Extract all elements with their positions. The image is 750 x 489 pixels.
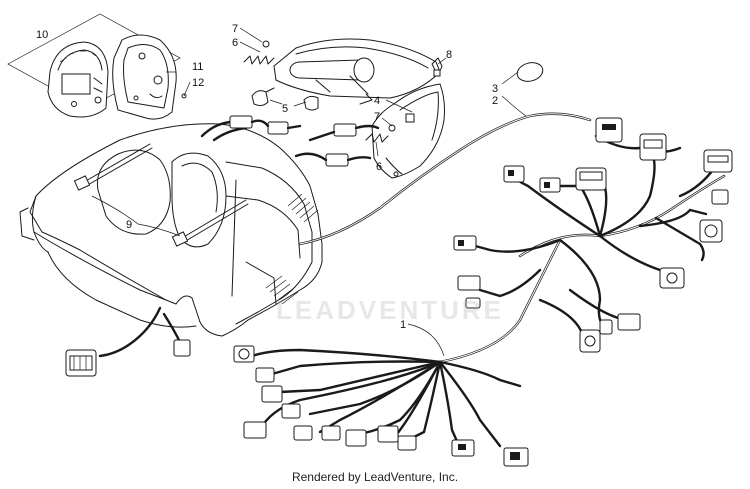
callout-11: 11 [192,61,203,73]
headlight-housing [371,83,445,179]
connector-small-left [173,339,191,357]
callout-labels: 1 2 3 4 5 6 6 7 7 8 9 10 11 12 [36,23,498,331]
spring-lower [365,133,389,143]
bulb-socket-right [303,95,319,111]
connector-l [465,297,481,309]
leader-5 [269,99,307,107]
mounting-bolt-upper [73,143,153,191]
spring-upper [243,55,275,65]
connector-u [321,425,341,441]
callout-4: 4 [374,95,380,107]
instrument-gauge [47,41,109,118]
gauge-housing [112,34,177,120]
callout-12: 12 [192,77,204,89]
leader-1 [407,323,445,357]
connector-k [457,275,481,291]
callout-2: 2 [492,95,498,107]
connector-j [453,235,477,251]
connector-x [397,435,417,451]
connector-p [255,367,275,383]
headlight-pigtail-left [200,115,302,142]
render-credit: Rendered by LeadVenture, Inc. [291,470,459,484]
screw-upper [262,40,270,48]
connector-q [261,385,283,403]
callout-1: 1 [400,319,406,331]
connector-v [345,429,367,447]
connector-d [711,189,729,205]
callout-3: 3 [492,83,498,95]
wiring-harness-main [98,112,726,450]
callout-6-lower: 6 [376,161,382,173]
bulb-socket-left [251,87,275,107]
leader-2 [501,95,527,117]
leader-9 [91,195,181,237]
callout-5: 5 [282,103,288,115]
connector-r [281,403,301,419]
connector-s [243,421,267,439]
headlight-pigtail-right [294,123,380,167]
leader-7a [239,27,263,43]
leader-3 [501,71,519,85]
connector-t [293,425,313,441]
callout-8: 8 [446,49,452,61]
screw-lower [388,124,396,132]
callout-7-lower: 7 [374,111,380,123]
mounting-bolt-lower [171,199,249,247]
callout-10: 10 [36,29,48,41]
leader-7b [381,117,393,127]
leader-12 [183,81,191,97]
watermark-logo: LEADVENTURE [275,295,504,325]
harness-connectors [65,117,733,467]
snap-ring [516,62,544,82]
connector-n [617,313,641,331]
connector-w [377,425,399,443]
leader-6b [375,141,379,157]
leader-4 [385,99,413,113]
leader-6a [239,41,261,53]
callout-leaders [91,27,527,357]
retaining-clip [431,57,443,77]
callout-6-upper: 6 [232,37,238,49]
gauge-assembly [7,13,187,120]
callout-9: 9 [126,219,132,231]
callout-7-upper: 7 [232,23,238,35]
leader-8 [437,57,447,65]
dash-fender-body [19,123,323,337]
headlight-bracket [273,38,441,105]
vent-slots-upper [287,193,319,223]
